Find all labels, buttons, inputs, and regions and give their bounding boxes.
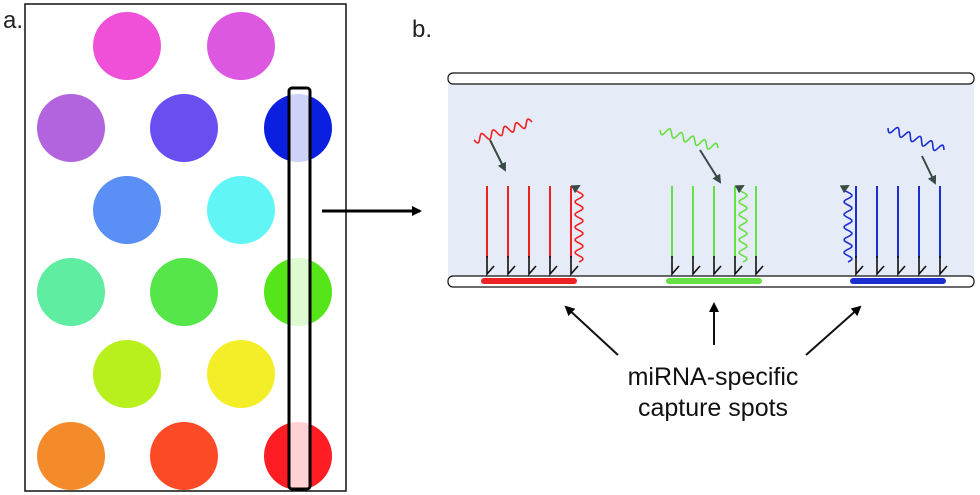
probe-anchor bbox=[897, 256, 906, 277]
capture-spot-3 bbox=[839, 126, 948, 284]
spot-r6-c1 bbox=[37, 422, 105, 490]
bound-mirna bbox=[570, 185, 584, 263]
spot-r2-c2 bbox=[150, 94, 218, 162]
selected-column-highlight bbox=[287, 86, 312, 491]
spot-r1-c2 bbox=[207, 12, 275, 80]
spot-r5-c2 bbox=[207, 340, 275, 408]
bound-mirna bbox=[734, 185, 748, 263]
probe-anchor bbox=[507, 256, 516, 277]
capture-spot-2 bbox=[659, 128, 764, 284]
probe-anchor bbox=[713, 256, 722, 277]
spot-r2-c1 bbox=[37, 94, 105, 162]
free-mirna bbox=[659, 128, 719, 150]
panel-a-label: a. bbox=[3, 7, 23, 34]
probe-anchor bbox=[755, 256, 764, 277]
spot-r6-c2 bbox=[150, 422, 218, 490]
probe-anchor bbox=[549, 256, 558, 277]
free-mirna bbox=[887, 126, 945, 152]
caption-arrow-right bbox=[805, 305, 862, 356]
probe-anchor bbox=[855, 256, 864, 277]
hybridization-arrow bbox=[699, 149, 722, 184]
panel-b-label: b. bbox=[412, 16, 432, 43]
hybridization-arrow bbox=[921, 155, 937, 185]
probe-anchor bbox=[734, 256, 743, 277]
spot-r3-c1 bbox=[93, 176, 161, 244]
probe-anchor bbox=[918, 256, 927, 277]
bound-mirna bbox=[839, 185, 853, 263]
flow-chamber bbox=[448, 84, 974, 276]
probe-anchor bbox=[939, 256, 948, 277]
caption-line-1: miRNA-specific bbox=[628, 363, 799, 391]
caption-line-2: capture spots bbox=[638, 394, 788, 422]
probe-anchor bbox=[692, 256, 701, 277]
capture-spot-1 bbox=[473, 118, 584, 284]
hybridization-arrow bbox=[489, 139, 506, 172]
probe-anchor bbox=[486, 256, 495, 277]
spot-r3-c2 bbox=[207, 176, 275, 244]
caption-arrow-left bbox=[564, 305, 619, 356]
spot-r1-c1 bbox=[93, 12, 161, 80]
probe-anchor bbox=[671, 256, 680, 277]
top-cover-slip bbox=[447, 72, 975, 85]
probe-anchor bbox=[570, 256, 579, 277]
spot-band bbox=[666, 278, 762, 284]
spot-r4-c2 bbox=[150, 258, 218, 326]
probe-anchor bbox=[876, 256, 885, 277]
probe-anchor bbox=[528, 256, 537, 277]
spot-band bbox=[481, 278, 577, 284]
spot-band bbox=[850, 278, 946, 284]
free-mirna bbox=[473, 118, 533, 144]
spot-r5-c1 bbox=[93, 340, 161, 408]
spot-r4-c1 bbox=[37, 258, 105, 326]
capture-spots bbox=[473, 118, 948, 284]
